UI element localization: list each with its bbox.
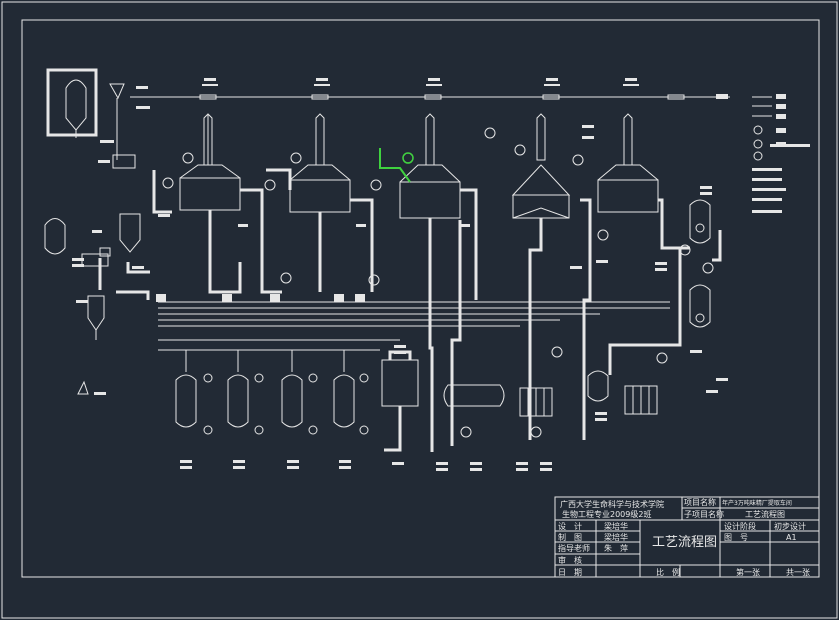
sub-project-label: 子项目名称 xyxy=(684,509,724,519)
sheet-label: 第一张 xyxy=(736,567,760,577)
drawing-border xyxy=(21,19,820,578)
highlighted-pipe xyxy=(379,148,411,183)
legend-symbols xyxy=(752,96,772,161)
dissolving-tank xyxy=(44,218,66,255)
right-vessel-bottom xyxy=(689,284,711,328)
equipment-lines xyxy=(44,68,772,452)
right-vessel-top xyxy=(689,199,711,244)
mixer-box xyxy=(112,154,136,169)
class-info: 生物工程专业2009级2班 xyxy=(562,509,651,519)
filter-vessel xyxy=(87,295,105,331)
scale-label: 比 例 xyxy=(656,567,680,577)
drawing-no-label: 图 号 xyxy=(724,533,748,542)
sub-project-value: 工艺流程图 xyxy=(745,509,785,519)
school-name: 广西大学生命科学与技术学院 xyxy=(560,499,664,509)
design-value: 梁培华 xyxy=(604,521,628,531)
crystallizer-1 xyxy=(179,113,241,211)
storage-tank-row xyxy=(175,374,355,428)
review-label: 审 核 xyxy=(558,555,582,565)
design-label: 设 计 xyxy=(558,521,582,531)
crystallizer-3 xyxy=(399,113,461,219)
drawing-label: 制 图 xyxy=(558,532,582,542)
small-vessel xyxy=(587,370,609,402)
legend-bars xyxy=(752,94,810,213)
storage-tank xyxy=(65,79,87,138)
highlighted-instrument xyxy=(402,152,414,164)
drawing-title: 工艺流程图 xyxy=(652,535,717,550)
crystallizer-5 xyxy=(597,113,659,213)
drawing-value: 梁培华 xyxy=(604,532,628,542)
stage-value: 初步设计 xyxy=(774,521,806,531)
stage-label: 设计阶段 xyxy=(724,521,756,531)
valve-symbol xyxy=(199,94,217,100)
drawing-no-value: A1 xyxy=(786,533,797,542)
project-name-label: 项目名称 xyxy=(684,497,716,507)
dryer-unit xyxy=(381,359,419,407)
horizontal-tank xyxy=(443,384,505,407)
equipment-tags xyxy=(72,78,728,471)
total-label: 共一张 xyxy=(786,568,810,577)
date-label: 日 期 xyxy=(558,568,582,577)
advisor-value: 朱 萍 xyxy=(604,543,628,553)
north-marker xyxy=(77,380,89,395)
advisor-label: 指导老师 xyxy=(558,543,590,553)
project-name-value: 年产3万吨味精厂提取车间 xyxy=(722,499,792,507)
title-block: 广西大学生命科学与技术学院 生物工程专业2009级2班 项目名称 年产3万吨味精… xyxy=(554,496,820,578)
crystallizer-2 xyxy=(289,113,351,213)
crystallizer-4 xyxy=(511,113,571,219)
